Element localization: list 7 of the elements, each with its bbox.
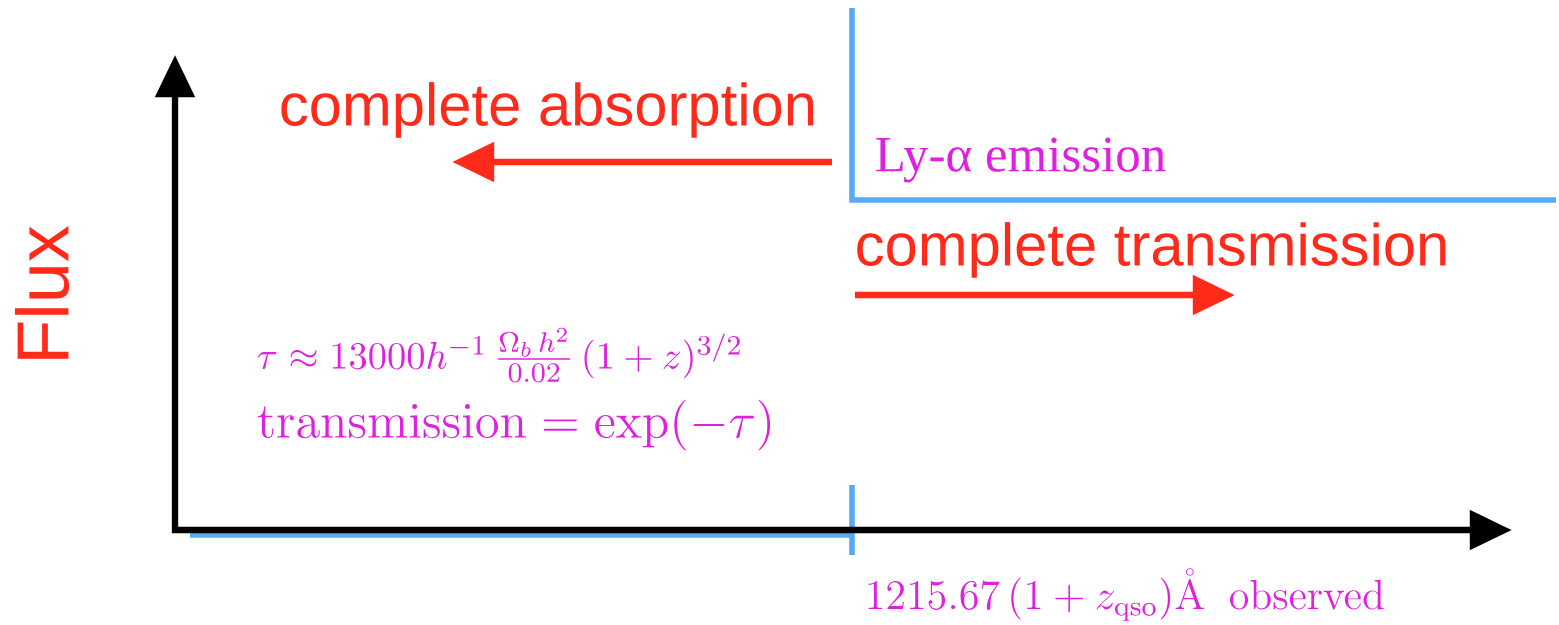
formula: $\mathrm{transmission} = \exp(-\tau)$: [257, 399, 771, 451]
formula: $1215.67\,(1+z_{\mathrm{qso}})\mathring{\mathrm{A}}\ \ \mathrm{observed}$: [868, 568, 1384, 621]
label-text: complete absorption: [281, 82, 814, 138]
label-text: Ly-α emission: [876, 137, 1166, 183]
label-text: complete transmission: [857, 222, 1446, 278]
formula: $\tau \approx 13000h^{-1}\,\frac{\Omega_b\,h^2}{0.02}\,(1+z)^{3/2}$: [257, 327, 740, 383]
axis-label: Flux: [14, 226, 70, 359]
